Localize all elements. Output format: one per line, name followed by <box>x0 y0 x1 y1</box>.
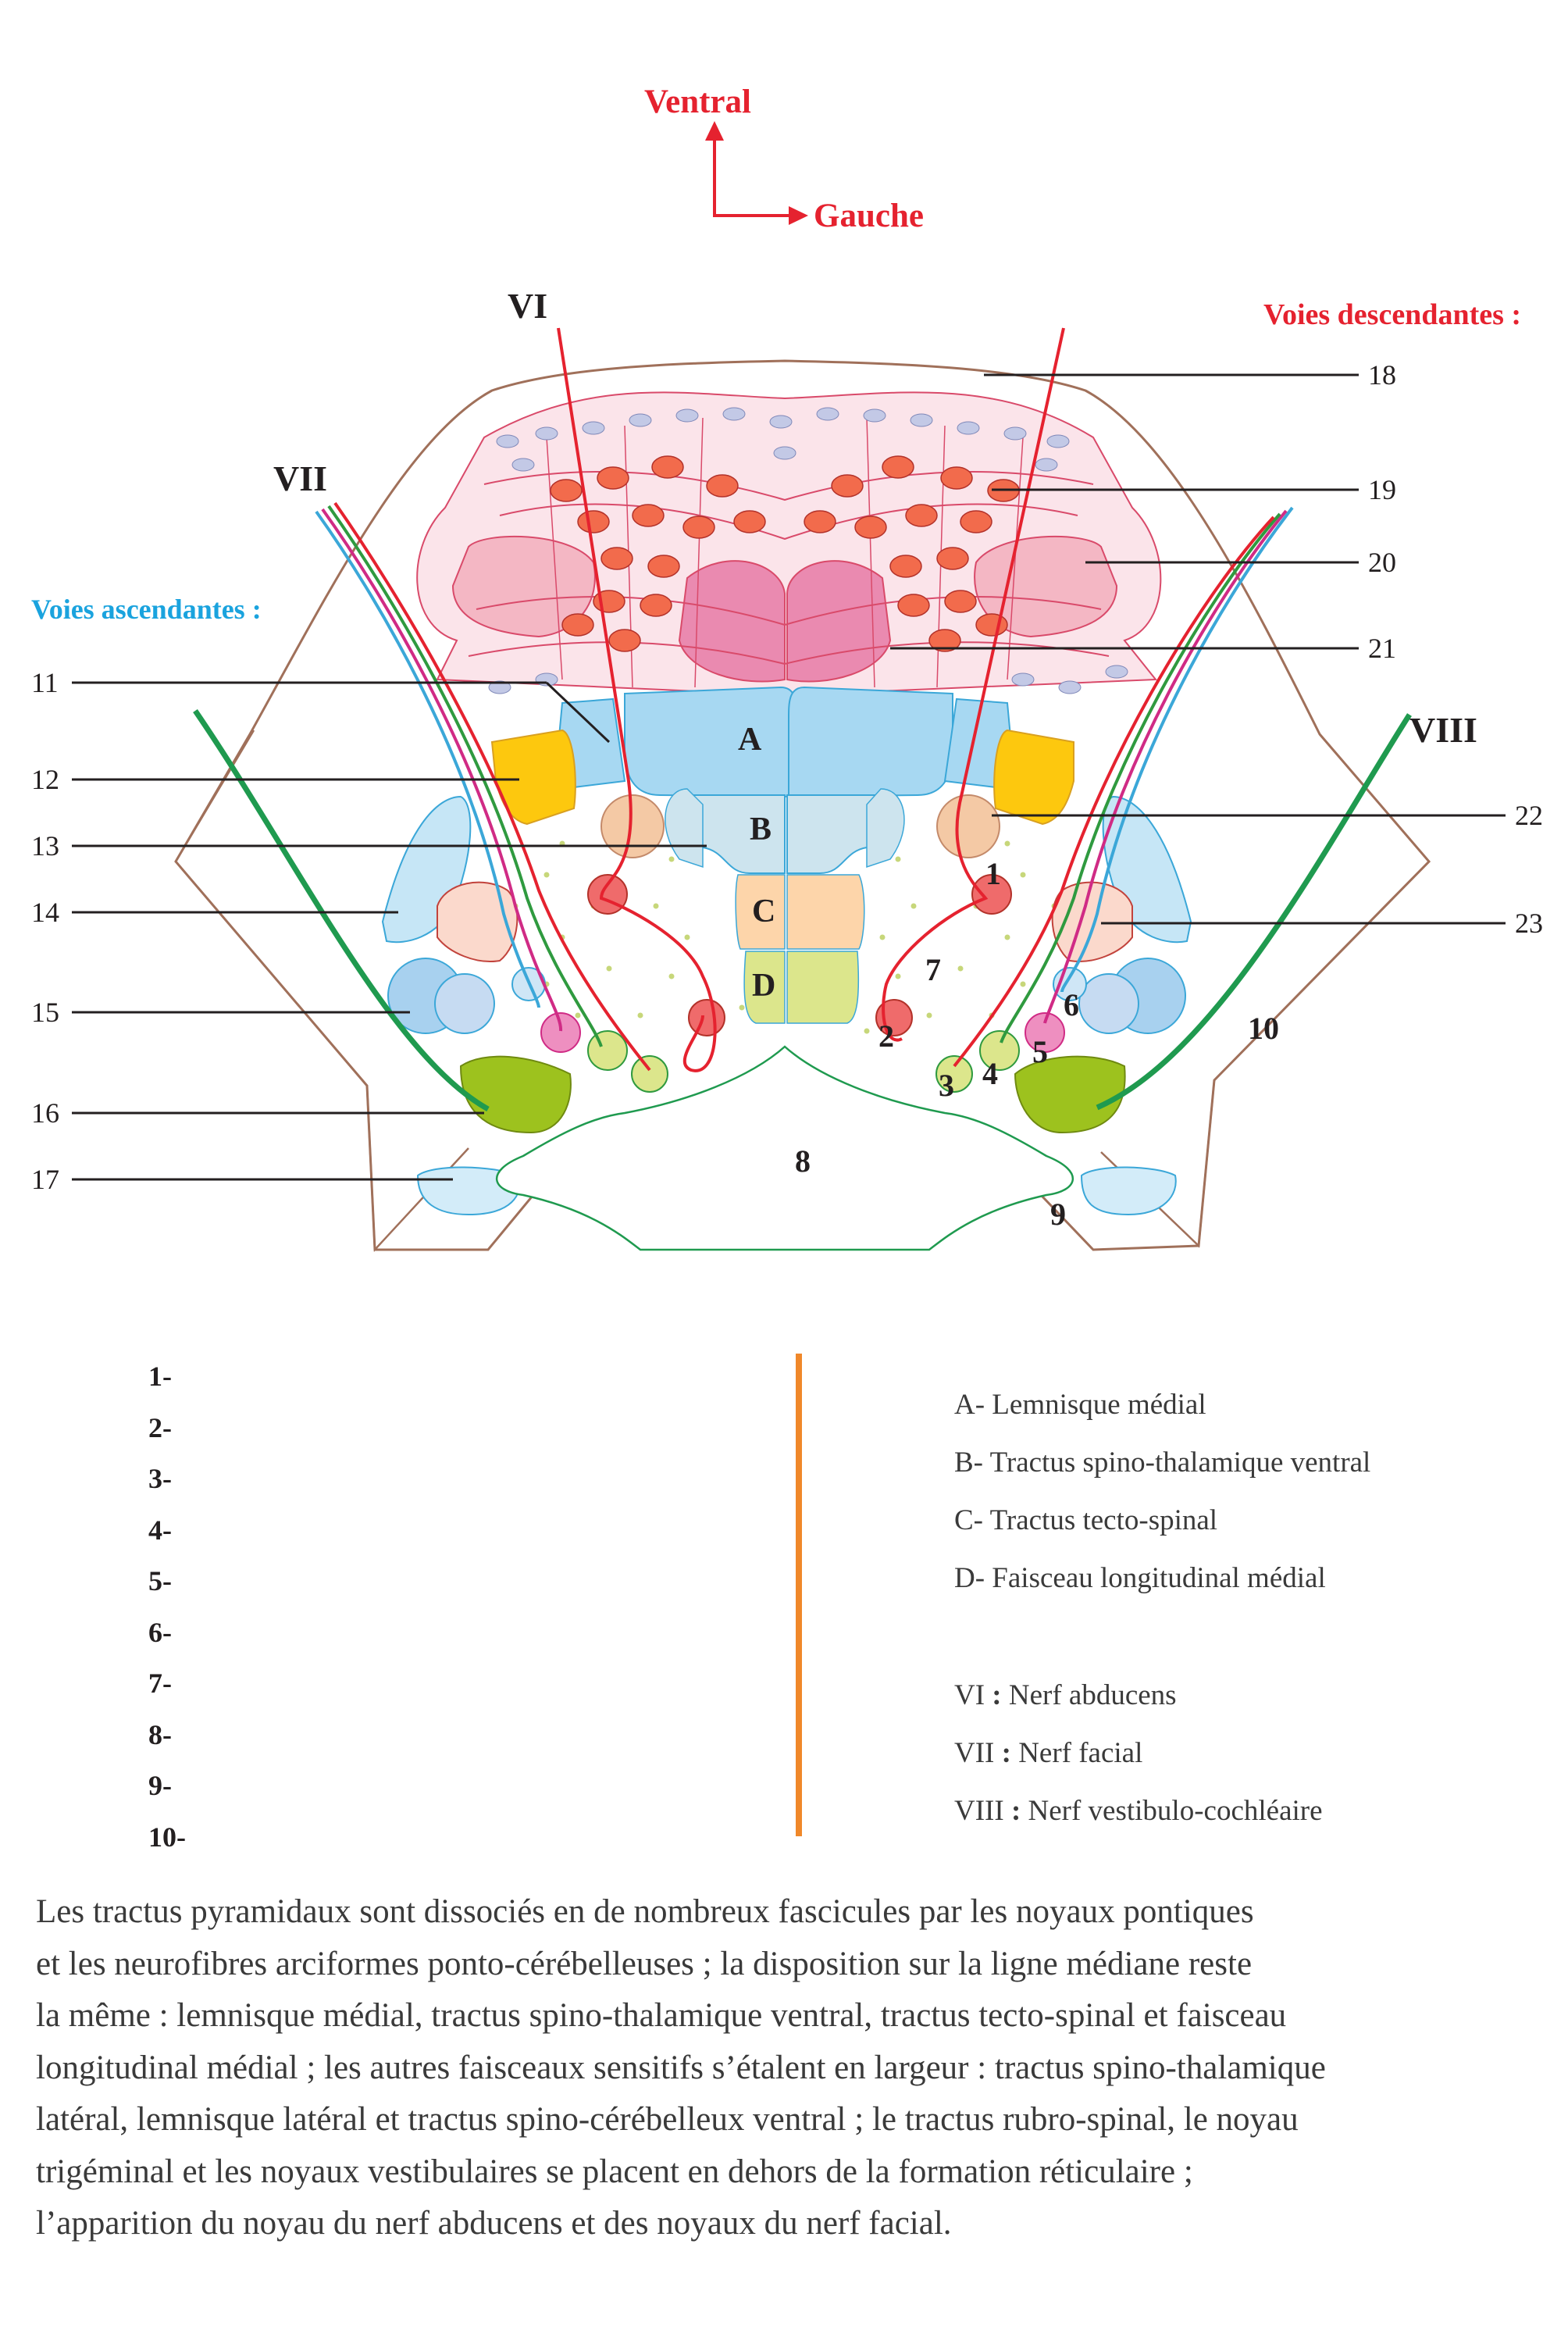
nerve-viii-label: VIII <box>1409 710 1477 750</box>
list-item: 2- <box>148 1411 172 1443</box>
nerve-vi-label: VI <box>508 286 547 326</box>
key-letter-d: D- Faisceau longitudinal médial <box>954 1562 1326 1594</box>
letter-c: C <box>752 894 775 929</box>
arrow-up-icon <box>705 121 724 141</box>
callout-14: 14 <box>31 897 59 928</box>
key-letter-a: A- Lemnisque médial <box>954 1389 1206 1421</box>
callout-20: 20 <box>1368 547 1396 578</box>
list-item: 1- <box>148 1361 172 1392</box>
arrow-right-icon <box>789 206 808 225</box>
key-letter-c: C- Tractus tecto-spinal <box>954 1504 1218 1536</box>
list-item: 9- <box>148 1770 172 1801</box>
vestibular-nucleus-left <box>459 1055 572 1134</box>
caption-line: longitudinal médial ; les autres faiscea… <box>36 2049 1326 2086</box>
key-nerve-viii: VIII : Nerf vestibulo-cochléaire <box>954 1795 1323 1827</box>
tract-a-left <box>624 686 797 798</box>
list-item: 3- <box>148 1463 172 1494</box>
inner-number-10: 10 <box>1248 1011 1279 1046</box>
abducens-nerve-fibers <box>557 327 1065 1072</box>
list-item: 4- <box>148 1514 172 1546</box>
caption-line: trigéminal et les noyaux vestibulaires s… <box>36 2153 1193 2190</box>
callout-23: 23 <box>1515 908 1543 939</box>
list-item: 7- <box>148 1668 172 1699</box>
vestibulocochlear-nerve-fibers <box>193 709 1412 1112</box>
caption-paragraph: Les tractus pyramidaux sont dissociés en… <box>36 1886 1551 2250</box>
right-callout-numbers: 18 19 20 21 22 23 <box>1368 359 1543 939</box>
inner-number-9: 9 <box>1050 1197 1066 1232</box>
left-callout-lines <box>72 681 707 1181</box>
caption-line: et les neurofibres arciformes ponto-céré… <box>36 1945 1253 1982</box>
fourth-ventricle <box>496 1045 1074 1251</box>
inner-number-5: 5 <box>1032 1034 1048 1069</box>
tract-a-right <box>788 686 953 798</box>
inner-structure-numbers: 1 2 3 4 5 6 7 8 9 10 <box>795 856 1279 1232</box>
letter-b: B <box>750 812 772 847</box>
yellow-tract-right <box>993 729 1074 826</box>
ventral-label: Ventral <box>644 84 751 120</box>
callout-19: 19 <box>1368 474 1396 505</box>
inner-number-7: 7 <box>925 952 941 987</box>
key-nerve-vii: VII : Nerf facial <box>954 1737 1143 1769</box>
facial-nerve-fibers <box>315 501 1294 1072</box>
left-callout-numbers: 11 12 13 14 15 16 17 <box>31 667 59 1195</box>
callout-21: 21 <box>1368 633 1396 664</box>
caption-line: latéral, lemnisque latéral et tractus sp… <box>36 2101 1299 2138</box>
nerve-vii-label: VII <box>273 458 327 498</box>
callout-18: 18 <box>1368 359 1396 391</box>
list-item: 6- <box>148 1616 172 1648</box>
gauche-label: Gauche <box>814 198 924 234</box>
central-tracts: A B C D <box>555 686 1014 1024</box>
tract-d-right <box>786 951 860 1024</box>
inner-number-6: 6 <box>1064 987 1079 1022</box>
key-nerve-vi: VI : Nerf abducens <box>954 1679 1177 1711</box>
descending-pathways-title: Voies descendantes : <box>1263 298 1521 331</box>
tract-d-left <box>743 951 786 1024</box>
caption-line: Les tractus pyramidaux sont dissociés en… <box>36 1893 1254 1930</box>
callout-17: 17 <box>31 1164 59 1195</box>
pons-cross-section-diagram: Ventral Gauche <box>31 84 1543 1253</box>
list-item: 5- <box>148 1565 172 1596</box>
list-item: 10- <box>148 1821 186 1853</box>
tract-c-right <box>786 874 865 950</box>
right-callout-lines <box>890 373 1506 925</box>
caption-line: l’apparition du noyau du nerf abducens e… <box>36 2205 952 2242</box>
tract-c-left <box>735 874 786 950</box>
callout-13: 13 <box>31 830 59 862</box>
inner-number-4: 4 <box>982 1056 998 1091</box>
legend-divider <box>796 1354 802 1836</box>
pons-outline <box>174 359 1431 1253</box>
callout-12: 12 <box>31 764 59 795</box>
caption-line: la même : lemnisque médial, tractus spin… <box>36 1997 1287 2034</box>
numbered-answer-list: 1- 2- 3- 4- 5- 6- 7- 8- 9- 10- <box>148 1351 186 1863</box>
legend-key: A- Lemnisque médial B- Tractus spino-tha… <box>954 1376 1370 1840</box>
inner-number-2: 2 <box>878 1019 894 1054</box>
callout-15: 15 <box>31 997 59 1028</box>
vestibular-nucleus-right <box>1014 1055 1126 1134</box>
callout-22: 22 <box>1515 800 1543 831</box>
inner-number-8: 8 <box>795 1143 811 1179</box>
orientation-indicator: Ventral Gauche <box>644 84 924 234</box>
inner-number-1: 1 <box>985 856 1001 891</box>
letter-a: A <box>738 722 762 758</box>
letter-d: D <box>752 968 775 1004</box>
key-letter-b: B- Tractus spino-thalamique ventral <box>954 1447 1371 1479</box>
callout-11: 11 <box>31 667 59 698</box>
pontine-nuclei-region <box>416 391 1162 697</box>
inner-number-3: 3 <box>939 1068 954 1103</box>
list-item: 8- <box>148 1718 172 1750</box>
callout-16: 16 <box>31 1097 59 1129</box>
ascending-pathways-title: Voies ascendantes : <box>31 594 262 625</box>
